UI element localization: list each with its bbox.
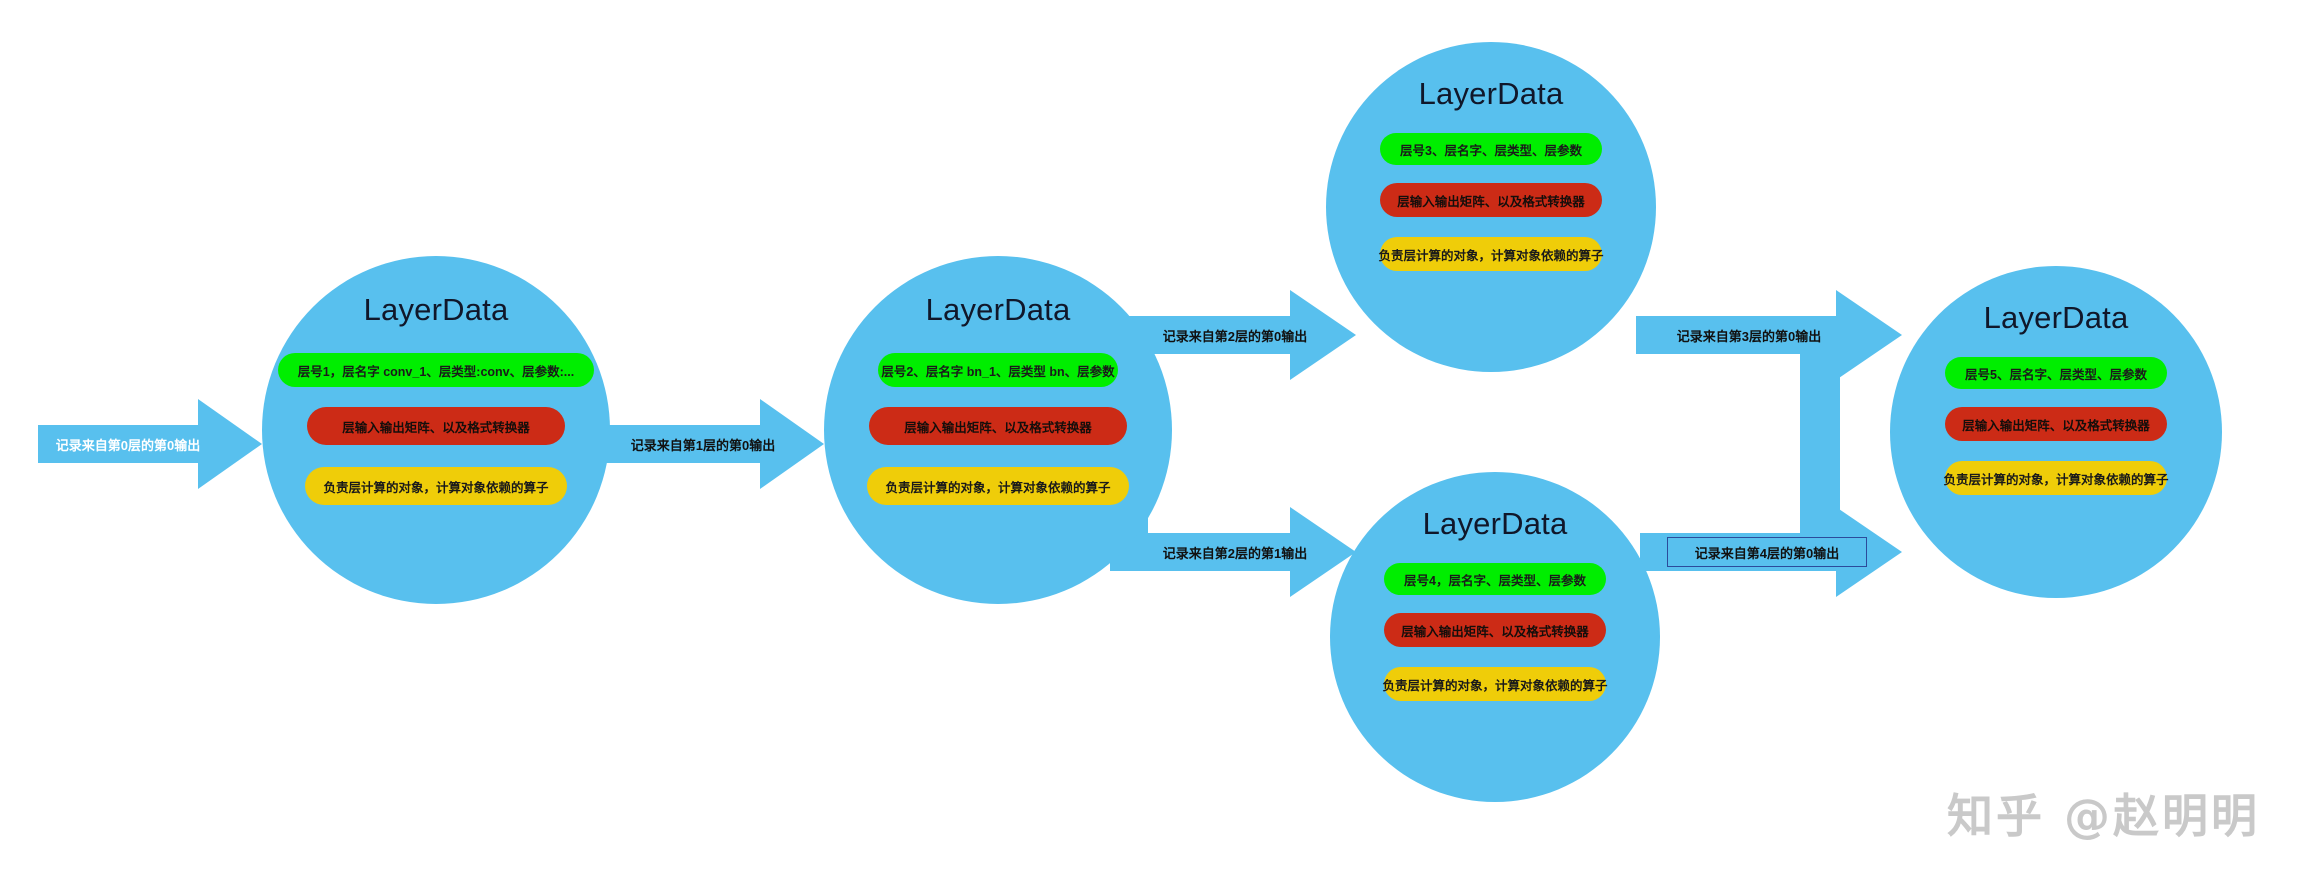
- node-layerdata-4[interactable]: LayerData 层号4，层名字、层类型、层参数 层输入输出矩阵、以及格式转换…: [1330, 472, 1660, 802]
- node-layerdata-5[interactable]: LayerData 层号5、层名字、层类型、层参数 层输入输出矩阵、以及格式转换…: [1890, 266, 2222, 598]
- node-1-yellow-pill[interactable]: 负责层计算的对象，计算对象依赖的算子: [305, 467, 567, 505]
- edge-label-input-to-node-1[interactable]: 记录来自第0层的第0输出: [40, 426, 216, 462]
- node-2-red-pill[interactable]: 层输入输出矩阵、以及格式转换器: [869, 407, 1127, 445]
- node-2-yellow-pill[interactable]: 负责层计算的对象，计算对象依赖的算子: [867, 467, 1129, 505]
- edge-label-node-2-to-node-3-text: 记录来自第2层的第0输出: [1162, 328, 1308, 344]
- node-5-red-pill[interactable]: 层输入输出矩阵、以及格式转换器: [1945, 407, 2167, 441]
- node-1-green-pill[interactable]: 层号1，层名字 conv_1、层类型:conv、层参数:...: [278, 353, 594, 387]
- edge-label-node-1-to-node-2[interactable]: 记录来自第1层的第0输出: [608, 426, 798, 462]
- node-5-title: LayerData: [1983, 300, 2129, 335]
- node-3-title: LayerData: [1418, 76, 1564, 111]
- node-1-red-label: 层输入输出矩阵、以及格式转换器: [342, 420, 530, 435]
- node-5-yellow-label: 负责层计算的对象，计算对象依赖的算子: [1943, 472, 2169, 487]
- node-1-green-label: 层号1，层名字 conv_1、层类型:conv、层参数:...: [297, 364, 575, 379]
- node-5-green-pill[interactable]: 层号5、层名字、层类型、层参数: [1945, 357, 2167, 389]
- edge-label-node-1-to-node-2-text: 记录来自第1层的第0输出: [630, 437, 776, 453]
- node-3-green-label: 层号3、层名字、层类型、层参数: [1400, 143, 1582, 158]
- node-1-red-pill[interactable]: 层输入输出矩阵、以及格式转换器: [307, 407, 565, 445]
- node-3-yellow-pill[interactable]: 负责层计算的对象，计算对象依赖的算子: [1378, 237, 1604, 271]
- watermark: 知乎 @赵明明: [1946, 789, 2260, 843]
- node-3-yellow-label: 负责层计算的对象，计算对象依赖的算子: [1378, 248, 1604, 263]
- node-2-red-label: 层输入输出矩阵、以及格式转换器: [904, 420, 1092, 435]
- arrow-node-1-to-node-2: [600, 399, 824, 489]
- node-5-yellow-pill[interactable]: 负责层计算的对象，计算对象依赖的算子: [1943, 461, 2169, 495]
- node-4-green-pill[interactable]: 层号4，层名字、层类型、层参数: [1384, 563, 1606, 595]
- node-layerdata-3[interactable]: LayerData 层号3、层名字、层类型、层参数 层输入输出矩阵、以及格式转换…: [1326, 42, 1656, 372]
- edge-label-node-2-to-node-3[interactable]: 记录来自第2层的第0输出: [1140, 317, 1330, 353]
- node-4-yellow-pill[interactable]: 负责层计算的对象，计算对象依赖的算子: [1382, 667, 1608, 701]
- node-3-red-pill[interactable]: 层输入输出矩阵、以及格式转换器: [1380, 183, 1602, 217]
- edge-label-node-3-to-node-5-text: 记录来自第3层的第0输出: [1676, 328, 1822, 344]
- node-5-red-label: 层输入输出矩阵、以及格式转换器: [1962, 418, 2150, 433]
- edge-label-node-4-to-node-5[interactable]: 记录来自第4层的第0输出: [1667, 537, 1867, 567]
- node-2-green-pill[interactable]: 层号2、层名字 bn_1、层类型 bn、层参数: [878, 353, 1118, 387]
- node-4-title: LayerData: [1422, 506, 1568, 541]
- node-4-red-pill[interactable]: 层输入输出矩阵、以及格式转换器: [1384, 613, 1606, 647]
- node-4-red-label: 层输入输出矩阵、以及格式转换器: [1401, 624, 1589, 639]
- node-layerdata-1[interactable]: LayerData 层号1，层名字 conv_1、层类型:conv、层参数:..…: [262, 256, 610, 604]
- edge-label-node-4-to-node-5-text: 记录来自第4层的第0输出: [1694, 545, 1840, 561]
- node-2-green-label: 层号2、层名字 bn_1、层类型 bn、层参数: [881, 364, 1115, 379]
- node-1-yellow-label: 负责层计算的对象，计算对象依赖的算子: [323, 480, 549, 495]
- node-2-yellow-label: 负责层计算的对象，计算对象依赖的算子: [885, 480, 1111, 495]
- edge-label-input-to-node-1-text: 记录来自第0层的第0输出: [55, 437, 201, 453]
- arrow-input-to-node-1: [38, 399, 262, 489]
- node-1-title: LayerData: [363, 292, 509, 327]
- node-layerdata-2[interactable]: LayerData 层号2、层名字 bn_1、层类型 bn、层参数 层输入输出矩…: [824, 256, 1172, 604]
- node-2-title: LayerData: [925, 292, 1071, 327]
- arrow-node-4-to-node-5: [1640, 420, 1902, 597]
- node-4-green-label: 层号4，层名字、层类型、层参数: [1404, 573, 1586, 588]
- edge-label-node-2-to-node-4-text: 记录来自第2层的第1输出: [1162, 545, 1308, 561]
- node-5-green-label: 层号5、层名字、层类型、层参数: [1965, 367, 2147, 382]
- edge-label-node-2-to-node-4[interactable]: 记录来自第2层的第1输出: [1140, 534, 1330, 570]
- edge-label-node-3-to-node-5[interactable]: 记录来自第3层的第0输出: [1654, 317, 1844, 353]
- node-3-green-pill[interactable]: 层号3、层名字、层类型、层参数: [1380, 133, 1602, 165]
- node-4-yellow-label: 负责层计算的对象，计算对象依赖的算子: [1382, 678, 1608, 693]
- node-3-red-label: 层输入输出矩阵、以及格式转换器: [1397, 194, 1585, 209]
